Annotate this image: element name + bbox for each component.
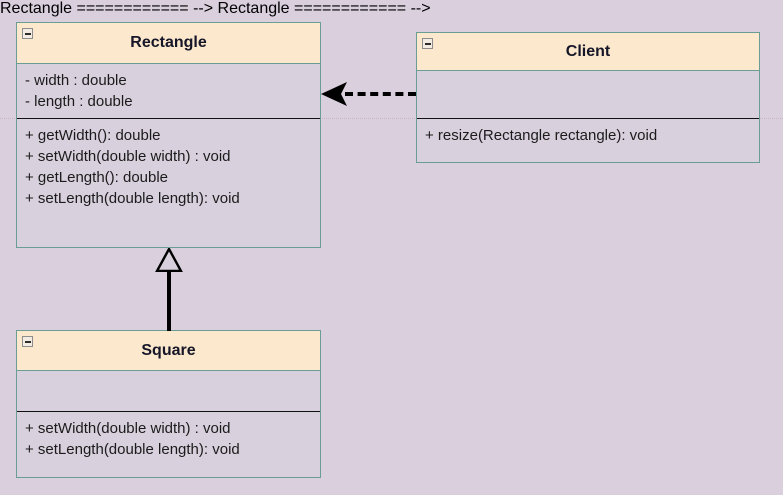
method-item: + getWidth(): double — [25, 127, 161, 144]
method-item: + setLength(double length): void — [25, 190, 240, 207]
dependency-connector-client-to-rectangle[interactable] — [321, 78, 416, 110]
uml-class-square[interactable]: Square + setWidth(double width) : void +… — [16, 330, 321, 478]
class-header-client[interactable]: Client — [417, 33, 759, 71]
methods-compartment-square: + setWidth(double width) : void + setLen… — [17, 411, 320, 466]
generalization-triangle-icon — [155, 248, 183, 272]
methods-compartment-rectangle: + getWidth(): double + setWidth(double w… — [17, 118, 320, 215]
collapse-minus-icon[interactable] — [22, 336, 33, 347]
class-title-rectangle: Rectangle — [130, 34, 207, 51]
uml-class-rectangle[interactable]: Rectangle - width : double - length : do… — [16, 22, 321, 248]
attribute-item: - width : double — [25, 72, 127, 89]
method-item: + setWidth(double width) : void — [25, 148, 231, 165]
method-item: + getLength(): double — [25, 169, 169, 186]
dependency-arrowhead-icon — [321, 82, 347, 106]
dependency-dashed-line — [345, 92, 416, 96]
generalization-solid-line — [167, 270, 171, 331]
method-item: + setWidth(double width) : void — [25, 420, 231, 437]
attribute-item: - length : double — [25, 93, 133, 110]
class-header-rectangle[interactable]: Rectangle — [17, 23, 320, 64]
generalization-connector-square-to-rectangle[interactable] — [155, 248, 183, 331]
collapse-minus-icon[interactable] — [22, 28, 33, 39]
class-title-square: Square — [141, 341, 196, 359]
class-title-client: Client — [565, 42, 611, 60]
alignment-guide-horizontal — [0, 118, 783, 119]
uml-class-client[interactable]: Client + resize(Rectangle rectangle): vo… — [416, 32, 760, 163]
attributes-compartment-rectangle: - width : double - length : double — [17, 64, 320, 118]
collapse-minus-icon[interactable] — [422, 38, 433, 49]
attributes-compartment-client — [417, 71, 759, 118]
attributes-compartment-square — [17, 371, 320, 411]
method-item: + setLength(double length): void — [25, 441, 240, 458]
methods-compartment-client: + resize(Rectangle rectangle): void — [417, 118, 759, 152]
class-header-square[interactable]: Square — [17, 331, 320, 371]
method-item: + resize(Rectangle rectangle): void — [425, 127, 658, 144]
